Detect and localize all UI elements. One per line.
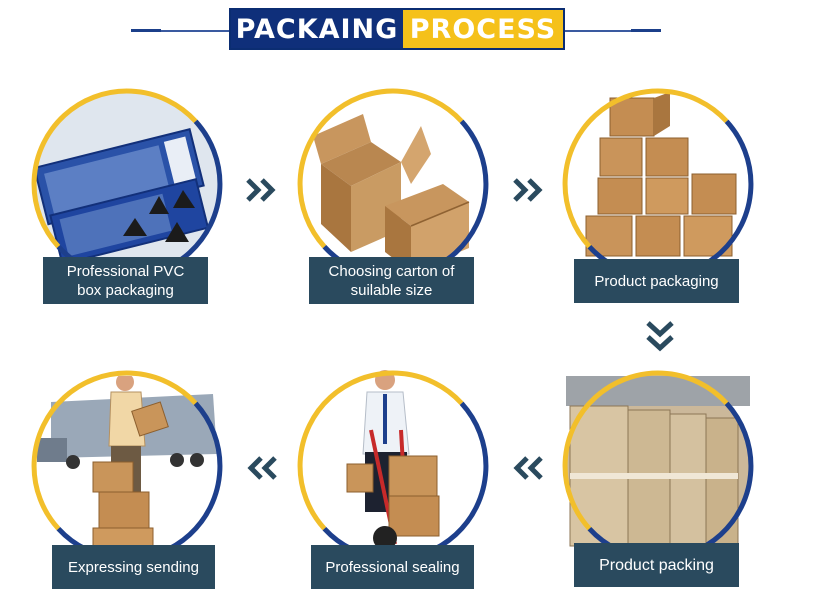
header-rule-left-thin — [161, 30, 229, 32]
step-photo-warehouse — [562, 370, 754, 562]
step-photo-cartons — [297, 88, 489, 280]
step-expressing-sending: Expressing sending — [27, 366, 227, 589]
double-chevron-left-icon — [247, 456, 277, 480]
step-label-pvc-line1: Professional PVC — [66, 262, 185, 280]
step-professional-sealing: Professional sealing — [293, 366, 493, 589]
step-photo-stacked-cartons — [562, 88, 754, 280]
title-part-process: PROCESS — [403, 10, 563, 48]
step-label-product-packaging: Product packaging — [574, 259, 739, 303]
step-photo-sealing — [297, 370, 489, 562]
header-rule-right-thin — [565, 30, 631, 32]
header-rule-right-thick — [631, 29, 661, 32]
step-label-carton-line2: suilable size — [350, 281, 433, 299]
double-chevron-right-icon — [246, 178, 276, 202]
step-label-pvc-line2: box packaging — [77, 281, 174, 299]
step-label-sending: Expressing sending — [52, 545, 215, 589]
page-title: PACKAING PROCESS — [229, 8, 565, 50]
step-label-product-packing-text: Product packing — [599, 556, 714, 574]
step-product-packing: Product packing — [558, 366, 758, 587]
double-chevron-down-icon — [646, 321, 674, 352]
step-label-sealing-text: Professional sealing — [325, 558, 460, 576]
step-photo-sending — [31, 370, 223, 562]
step-label-carton-line1: Choosing carton of — [328, 262, 455, 280]
step-label-sending-text: Expressing sending — [68, 558, 199, 576]
step-label-sealing: Professional sealing — [311, 545, 474, 589]
title-part-packaing: PACKAING — [231, 10, 403, 48]
step-label-product-packaging-text: Product packaging — [594, 272, 719, 290]
step-product-packaging: Product packaging — [558, 84, 758, 303]
header-rule-left-thick — [131, 29, 161, 32]
step-label-product-packing: Product packing — [574, 543, 739, 587]
double-chevron-right-icon — [513, 178, 543, 202]
step-photo-pvc — [31, 88, 223, 280]
double-chevron-left-icon — [513, 456, 543, 480]
